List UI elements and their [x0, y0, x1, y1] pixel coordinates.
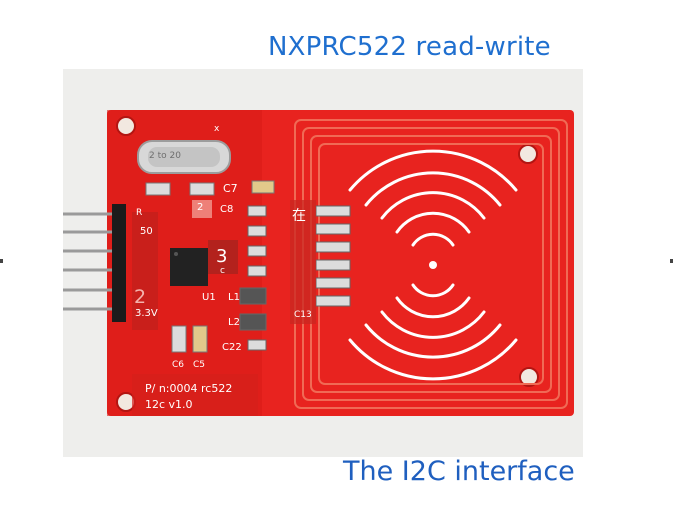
mount-hole-top-left — [116, 116, 136, 136]
overlay-sticker-2 — [192, 200, 212, 218]
overlay-sticker-chip — [208, 240, 238, 274]
header-pins — [63, 212, 117, 311]
silk-c8: C8 — [220, 204, 234, 215]
capacitor-c6 — [171, 325, 187, 353]
silk-l2: L2 — [228, 317, 240, 328]
silk-u1: U1 — [202, 292, 216, 303]
silk-r: R — [136, 208, 143, 218]
silk-3v3: 3.3V — [135, 308, 158, 319]
silk-2: 2 — [134, 286, 147, 308]
silk-c6: C6 — [172, 360, 185, 370]
capacitor-2 — [189, 182, 215, 196]
overlay-sticker-column — [290, 200, 316, 324]
capacitor-1 — [145, 182, 171, 196]
silk-l1: L1 — [228, 292, 240, 303]
component-column — [239, 205, 267, 351]
part-number-line1: P/ n:0004 rc522 — [145, 382, 233, 395]
capacitor-c7 — [251, 180, 275, 194]
silk-c13: C13 — [294, 310, 312, 320]
mount-hole-bottom-right — [519, 367, 539, 387]
silk-c7: C7 — [223, 182, 238, 195]
sticker-2-label: 2 — [197, 202, 204, 213]
crystal-label: 2 to 20 — [149, 151, 181, 161]
top-caption: NXPRC522 read-write — [268, 32, 551, 62]
header-connector — [112, 204, 126, 322]
silk-c22: C22 — [222, 342, 242, 353]
rfid-wave-symbol — [348, 149, 518, 381]
silk-c: c — [220, 266, 225, 276]
silk-c5: C5 — [193, 360, 206, 370]
overlay-sticker-part — [132, 374, 258, 416]
overlay-sticker-left — [132, 212, 158, 330]
right-edge-tick — [670, 259, 673, 263]
bottom-caption: The I2C interface — [343, 456, 575, 487]
crystal-mark: x — [214, 124, 220, 134]
silk-3: 3 — [216, 246, 228, 267]
silk-chinese-char: 在 — [292, 208, 306, 224]
left-edge-tick — [0, 259, 3, 263]
part-number-line2: 12c v1.0 — [145, 398, 193, 411]
capacitor-c5 — [192, 325, 208, 353]
silk-50: 50 — [140, 226, 153, 237]
mount-hole-top-right — [518, 144, 538, 164]
